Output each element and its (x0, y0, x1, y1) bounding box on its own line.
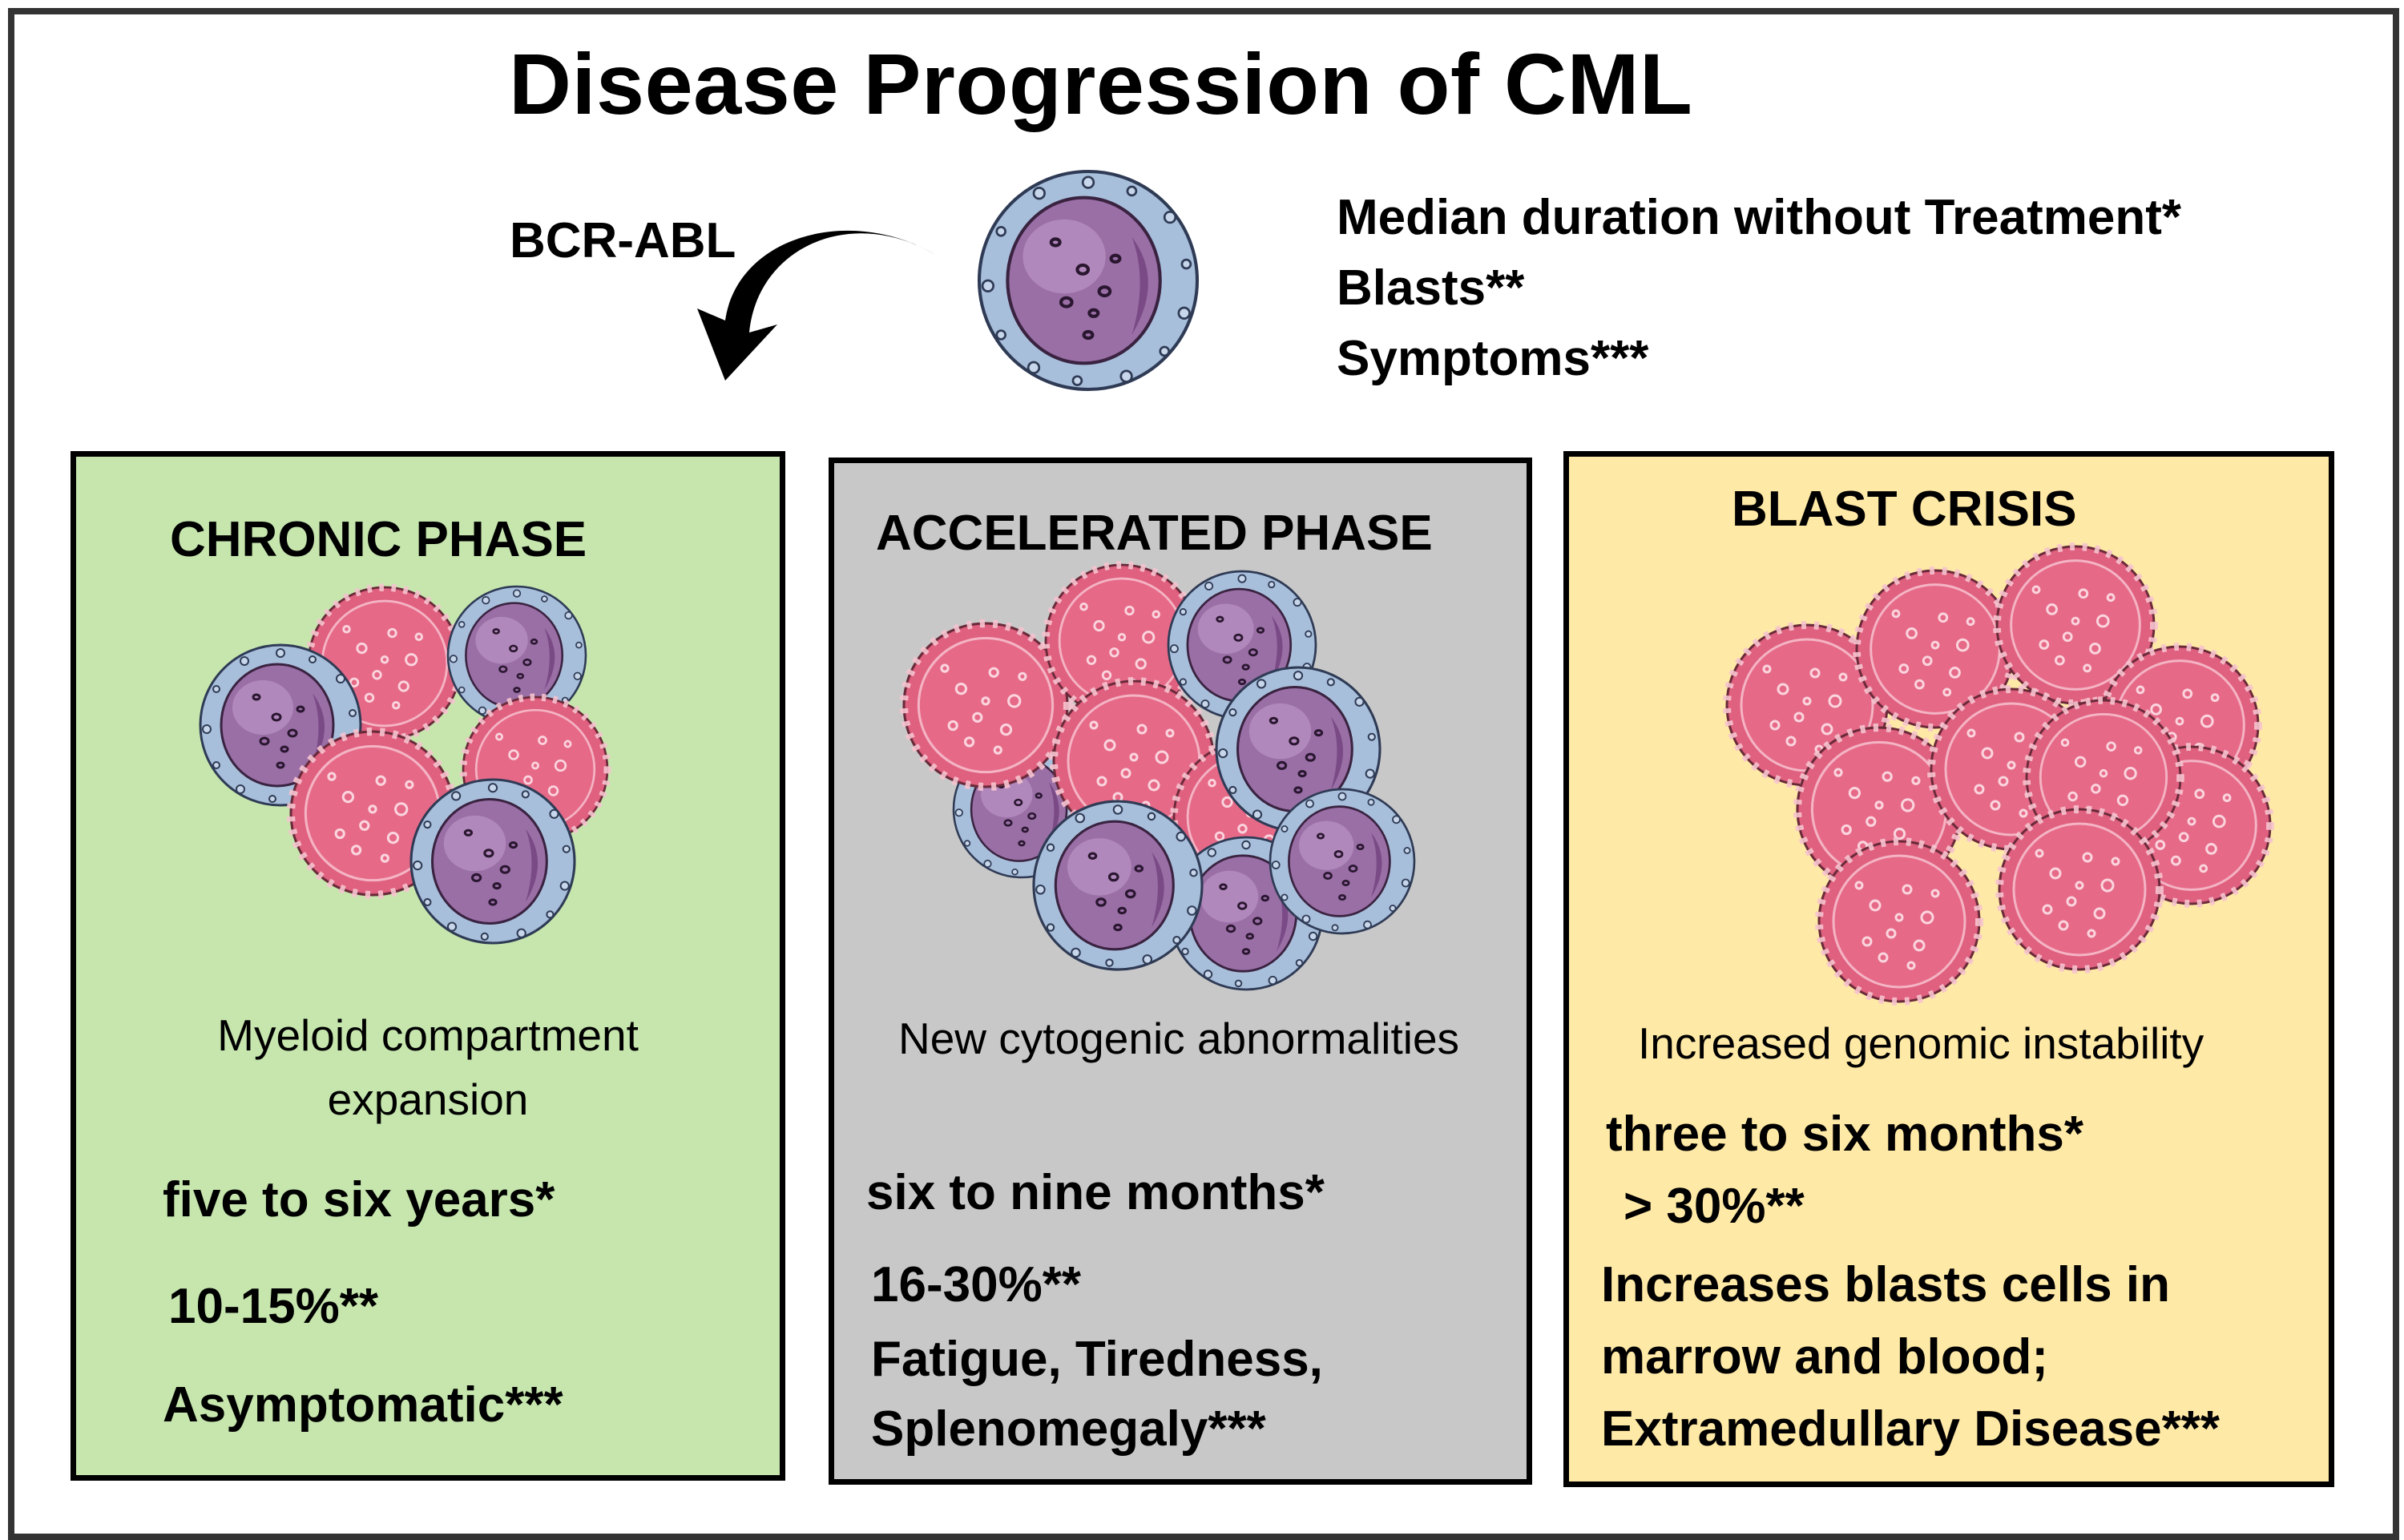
blast-duration: three to six months* (1606, 1107, 2083, 1162)
legend-duration: Median duration without Treatment* (1337, 190, 2182, 245)
accelerated-symptoms-line2: Splenomegaly*** (871, 1401, 1266, 1457)
blast-crisis-title: BLAST CRISIS (1732, 482, 2077, 537)
legend-symptoms: Symptoms*** (1337, 331, 1649, 386)
chronic-duration: five to six years* (163, 1172, 555, 1228)
accelerated-symptoms-line1: Fatigue, Tiredness, (871, 1332, 1323, 1387)
bcr-abl-label: BCR-ABL (510, 213, 736, 268)
chronic-phase-title: CHRONIC PHASE (170, 512, 587, 567)
blast-crisis-cell-cluster (1727, 546, 2270, 1002)
blast-description: Increased genomic instability (1638, 1018, 2204, 1068)
chronic-blasts: 10-15%** (168, 1279, 378, 1334)
accelerated-description: New cytogenic abnormalities (898, 1014, 1460, 1063)
diagram-frame (8, 8, 2399, 1540)
diagram-title: Disease Progression of CML (509, 35, 1693, 132)
legend: Median duration without Treatment* Blast… (1337, 183, 2181, 394)
accelerated-phase-title: ACCELERATED PHASE (876, 506, 1433, 561)
blast-symptoms-line1: Increases blasts cells in (1601, 1257, 2170, 1312)
blast-symptoms-line2: marrow and blood; (1601, 1329, 2048, 1385)
chronic-description-line1: Myeloid compartment (217, 1010, 639, 1060)
progression-arrow (697, 230, 936, 381)
chronic-symptoms: Asymptomatic*** (163, 1377, 563, 1433)
chronic-description-line2: expansion (327, 1074, 529, 1124)
accelerated-cell-cluster (904, 565, 1416, 991)
blast-blasts: > 30%** (1624, 1179, 1805, 1234)
accelerated-blasts: 16-30%** (871, 1257, 1081, 1312)
legend-blasts: Blasts** (1337, 260, 1525, 316)
chronic-cell-cluster (199, 587, 607, 945)
blast-crisis-panel: BLAST CRISIS Increased genomic instabili… (1563, 451, 2334, 1487)
accelerated-duration: six to nine months* (866, 1165, 1325, 1220)
blast-symptoms-line3: Extramedullary Disease*** (1601, 1401, 2220, 1457)
top-blast-cell (979, 171, 1197, 389)
